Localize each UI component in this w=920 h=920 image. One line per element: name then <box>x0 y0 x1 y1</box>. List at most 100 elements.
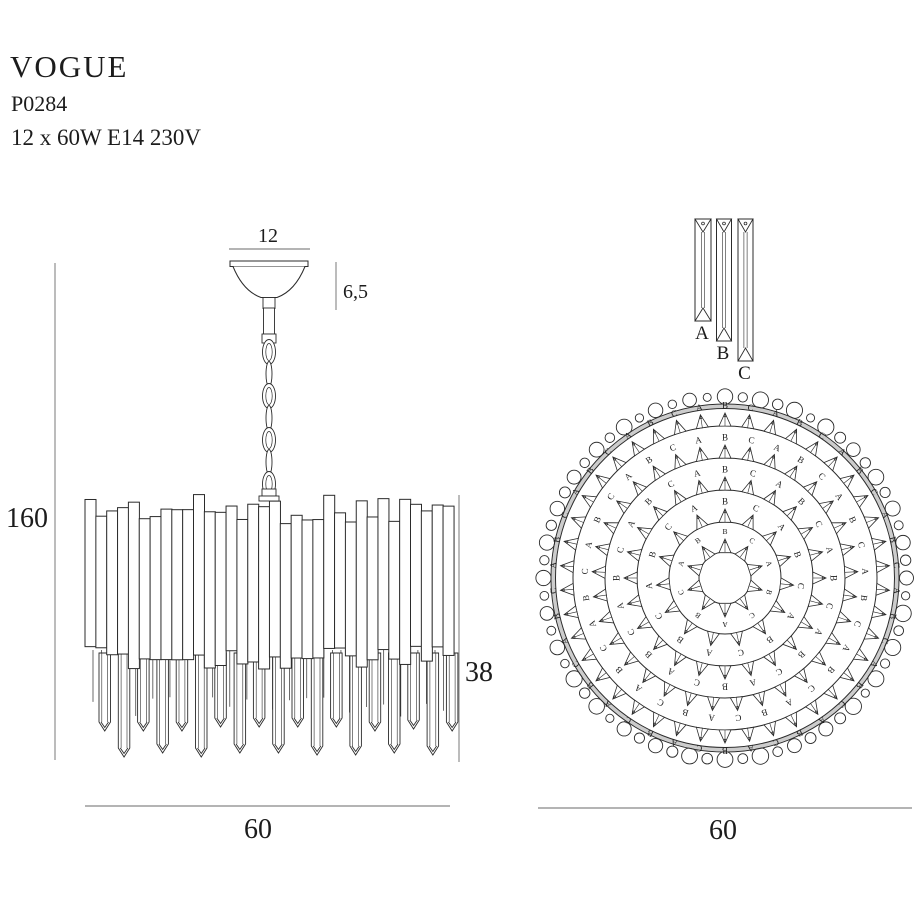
ceiling-canopy-bell <box>232 266 306 298</box>
crystal-marker-hole <box>748 448 752 452</box>
perimeter-bead <box>666 745 679 758</box>
body-rod <box>420 510 433 662</box>
crystal-letter: A <box>813 627 825 638</box>
perimeter-bead <box>681 747 698 765</box>
crystal-marker-facet <box>653 429 660 442</box>
crystal-marker <box>674 650 688 667</box>
crystal-marker <box>631 699 646 716</box>
crystal-marker-hole <box>772 491 776 495</box>
crystal-marker <box>664 599 681 613</box>
crystal-marker-facet <box>810 441 819 453</box>
crystal-marker-hole <box>813 482 817 486</box>
crystal-marker-hole <box>833 695 837 699</box>
crystal-marker-facet <box>642 672 652 683</box>
crystal-letter: A <box>586 619 598 629</box>
crystal-letter: B <box>795 728 805 740</box>
crystal-letter: A <box>840 643 852 654</box>
crystal-marker-hole <box>780 609 784 613</box>
crystal-marker-facet <box>766 531 777 541</box>
crystal-marker-facet <box>675 454 681 467</box>
crystal-marker-facet <box>653 506 663 516</box>
chain-link-inner <box>265 343 273 361</box>
crystal-marker-hole <box>702 605 706 609</box>
crystal-marker-hole <box>744 605 748 609</box>
crystal-letter: B <box>645 728 655 740</box>
crystal-letter: B <box>722 465 728 475</box>
crystal-marker-hole <box>653 430 657 434</box>
pendant-facet-line <box>351 745 360 753</box>
body-rod <box>268 500 281 658</box>
crystal-marker-facet <box>757 623 766 634</box>
crystal-marker-facet <box>701 546 710 558</box>
crystal-marker-hole <box>885 564 889 568</box>
pendant-crystal <box>310 652 324 756</box>
crystal-marker <box>734 594 749 611</box>
perimeter-bead <box>616 721 632 737</box>
crystal-letter: B <box>551 612 562 620</box>
crystal-letter: B <box>825 664 836 675</box>
perimeter-bead <box>539 606 555 621</box>
crystal-letter: A <box>665 666 676 678</box>
crystal-letter: C <box>813 519 825 529</box>
rim-inner-circle <box>555 408 895 748</box>
perimeter-bead <box>771 398 784 411</box>
crystal-marker <box>762 489 776 506</box>
crystal-marker-hole <box>744 547 748 551</box>
crystal-marker <box>652 428 666 445</box>
crystal-marker-facet <box>696 514 703 527</box>
crystal-letter: C <box>774 666 784 678</box>
crystal-marker-facet <box>809 600 823 605</box>
crystal-letter: A <box>669 737 679 749</box>
crystal-marker-facet <box>674 654 682 666</box>
crystal-letter: B <box>792 550 803 559</box>
product-code: P0284 <box>11 91 68 117</box>
crystal-marker <box>779 577 795 591</box>
chain-connector <box>261 488 277 497</box>
product-header: VOGUE P0284 12 x 60W E14 230V <box>10 49 201 151</box>
crystal-marker-hole <box>617 501 621 504</box>
crystal-marker-facet <box>687 565 701 571</box>
dim-total-height: 160 <box>6 503 48 534</box>
perimeter-bead <box>560 658 570 669</box>
crystal-letter: A <box>784 697 795 709</box>
crystal-marker-hole <box>561 588 565 592</box>
crystal-marker-facet <box>815 656 826 666</box>
crystal-marker-facet <box>701 598 710 610</box>
crystal-marker <box>701 545 716 562</box>
crystal-marker-facet <box>779 684 787 697</box>
crystal-letter: C <box>623 715 634 727</box>
perimeter-bead <box>539 590 550 601</box>
crystal-sample-hole <box>743 221 748 226</box>
pendant-facet-line <box>177 721 187 729</box>
crystal-marker-facet <box>627 551 641 556</box>
crystal-marker-hole <box>596 475 600 479</box>
chain-link <box>265 361 273 387</box>
crystal-letter: B <box>681 707 690 718</box>
crystal-marker-facet <box>637 527 649 535</box>
crystal-marker <box>696 514 709 531</box>
crystal-marker-facet <box>687 693 692 706</box>
pendant-crystal <box>368 652 382 732</box>
perimeter-bead <box>772 746 783 757</box>
crystal-letter: B <box>591 515 603 525</box>
crystal-marker-hole <box>723 510 727 514</box>
crystal-letter: A <box>833 491 845 503</box>
crystal-marker-hole <box>628 601 632 605</box>
crystal-marker-hole <box>638 527 642 531</box>
crystal-marker <box>746 564 764 577</box>
crystal-marker-hole <box>874 517 878 521</box>
crystal-letter: C <box>747 610 756 620</box>
crystal-marker-hole <box>772 661 776 665</box>
crystal-letter: C <box>605 491 617 502</box>
crystal-marker-facet <box>747 447 751 461</box>
crystal-marker-facet <box>838 616 851 622</box>
perimeter-bead <box>549 500 566 517</box>
crystal-letter: A <box>816 715 827 727</box>
perimeter-bead <box>588 698 605 715</box>
body-rod <box>236 518 249 665</box>
ceiling-canopy-plate <box>229 260 309 267</box>
perimeter-bead <box>901 591 911 601</box>
crystal-marker-facet <box>564 611 577 616</box>
perimeter-bead <box>751 747 770 765</box>
crystal-sample-b: B <box>715 218 733 364</box>
